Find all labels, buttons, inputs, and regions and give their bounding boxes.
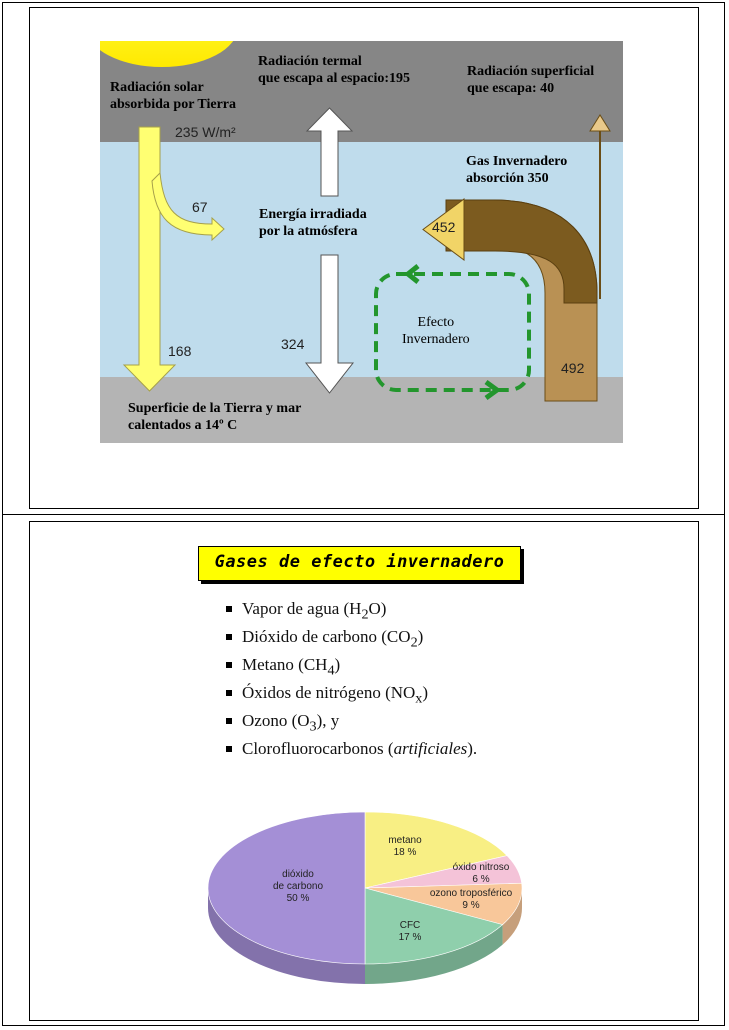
gas-subscript: 2 — [410, 634, 418, 651]
gas-text-after: ) — [417, 627, 424, 646]
pie-label-ozono-value: 9 % — [462, 900, 480, 911]
gases-list: Vapor de agua (H2O) Dióxido de carbono (… — [222, 598, 477, 766]
value-324: 324 — [281, 336, 305, 352]
slide-title: Gases de efecto invernadero — [214, 552, 505, 572]
value-168: 168 — [168, 343, 192, 359]
pie-chart-graphic — [207, 811, 523, 984]
energy-diagram — [100, 41, 623, 443]
greenhouse-absorption-label: Gas Invernadero absorción 350 — [466, 154, 568, 186]
gas-text-after: ) — [422, 683, 429, 702]
sun-shape — [100, 41, 234, 67]
solar-value: 235 W/m² — [175, 124, 236, 140]
gas-text: Dióxido de carbono (CO — [242, 627, 411, 646]
solar-label: Radiación solar absorbida por Tierra — [110, 80, 237, 112]
pie-label-nitroso-value: 6 % — [472, 874, 490, 885]
effect-arrow-top — [403, 264, 420, 284]
effect-label: Efecto Invernadero — [402, 315, 470, 347]
surface-escape-arrowhead — [589, 114, 611, 132]
pie-side-3 — [502, 888, 522, 945]
gas-subscript: 2 — [361, 606, 369, 623]
gas-text-after: ) — [334, 655, 341, 674]
list-item: Clorofluorocarbonos (artificiales). — [222, 738, 477, 766]
pie-side-4 — [365, 924, 503, 984]
bullet-icon — [226, 690, 232, 696]
surface-label: Superficie de la Tierra y mar calentados… — [128, 401, 302, 433]
gas-subscript: 3 — [309, 718, 317, 735]
greenhouse-absorption-band — [445, 199, 598, 304]
gas-text: Vapor de agua (H — [242, 599, 362, 618]
gas-text: Clorofluorocarbonos ( — [242, 739, 394, 758]
value-452: 452 — [432, 219, 456, 235]
thermal-up-arrow — [305, 107, 354, 197]
bullet-icon — [226, 662, 232, 668]
back-radiation-arrow — [304, 254, 355, 394]
pie-slice-0 — [207, 811, 366, 965]
solar-branch-arrow — [151, 171, 225, 242]
pie-label-co2-value: 50 % — [286, 893, 310, 904]
atmosphere-reemission-arrow — [422, 198, 465, 261]
gas-text: Óxidos de nitrógeno (NO — [242, 683, 416, 702]
bullet-icon — [226, 746, 232, 752]
effect-arrow-bottom — [484, 379, 502, 401]
list-item: Dióxido de carbono (CO2) — [222, 626, 477, 654]
gas-text: Metano (CH — [242, 655, 328, 674]
pie-side-0 — [208, 888, 365, 984]
gas-subscript: 4 — [327, 662, 335, 679]
slide-title-box: Gases de efecto invernadero — [198, 546, 521, 581]
pie-label-co2-name: dióxido de carbono — [272, 869, 324, 892]
atmosphere-label: Energía irradiada por la atmósfera — [259, 207, 367, 239]
pie-label-nitroso-name: óxido nitroso — [452, 862, 510, 873]
pie-slice-4 — [364, 887, 504, 965]
energy-diagram-graphic — [100, 41, 623, 443]
gas-subscript: x — [415, 690, 423, 707]
bullet-icon — [226, 718, 232, 724]
pie-slice-1 — [364, 811, 508, 889]
solar-down-arrow — [122, 126, 177, 392]
list-item: Óxidos de nitrógeno (NOx) — [222, 682, 477, 710]
page-separator — [2, 514, 725, 515]
gas-text-after: ). — [467, 739, 478, 758]
gas-text-after: ), y — [316, 711, 340, 730]
gas-italic: artificiales — [393, 739, 468, 758]
pie-label-cfc-name: CFC — [399, 920, 421, 931]
value-67: 67 — [192, 199, 208, 215]
thermal-label: Radiación termal que escapa al espacio:1… — [258, 54, 411, 86]
pie-slice-3 — [364, 882, 523, 925]
greenhouse-effect-loop — [374, 272, 531, 392]
list-item: Ozono (O3), y — [222, 710, 477, 738]
pie-label-ozono-name: ozono troposférico — [429, 888, 513, 899]
bullet-icon — [226, 634, 232, 640]
ground-band — [100, 377, 623, 443]
gas-text-after: O) — [368, 599, 387, 618]
list-item: Metano (CH4) — [222, 654, 477, 682]
pie-label-metano-name: metano — [388, 835, 422, 846]
pie-label-metano-value: 18 % — [393, 847, 417, 858]
pie-label-cfc-value: 17 % — [398, 932, 422, 943]
value-492: 492 — [561, 360, 585, 376]
list-item: Vapor de agua (H2O) — [222, 598, 477, 626]
bullet-icon — [226, 606, 232, 612]
gas-text: Ozono (O — [242, 711, 310, 730]
surface-escape-label: Radiación superficial que escapa: 40 — [467, 64, 595, 96]
pie-chart — [205, 808, 523, 998]
